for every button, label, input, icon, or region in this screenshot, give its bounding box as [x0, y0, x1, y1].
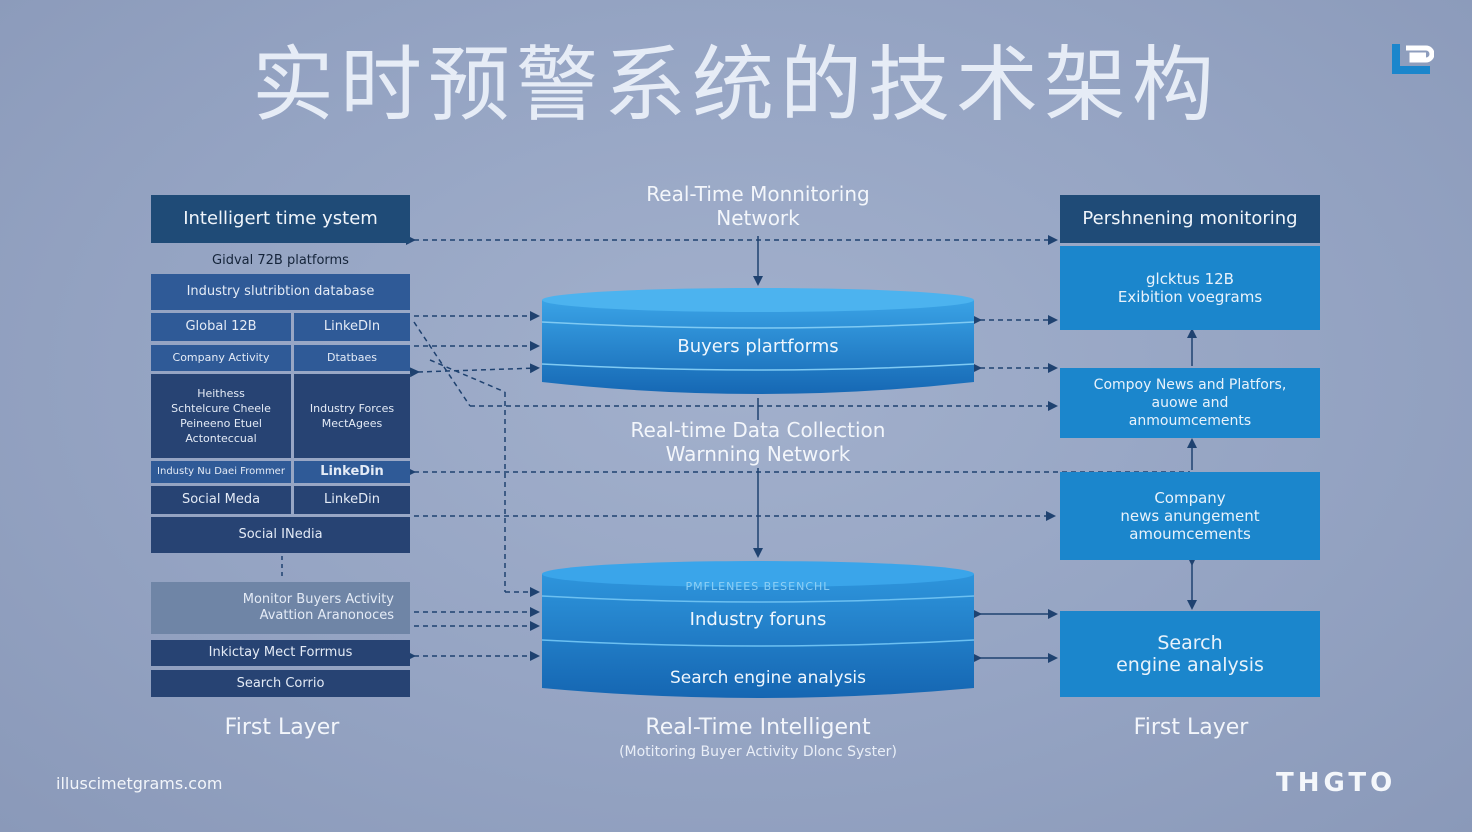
left-row-3-b: Dtatbaes: [294, 345, 410, 371]
left-row-5-a: Industy Nu Daei Frommer: [151, 461, 291, 483]
right-box-1: glcktus 12B Exibition voegrams: [1060, 246, 1320, 330]
right-layer-label: First Layer: [1133, 715, 1249, 740]
right-box-4: Search engine analysis: [1060, 611, 1320, 697]
page-title: 实时预警系统的技术架构: [251, 38, 1220, 133]
cylinder-1-label: Buyers plartforms: [677, 335, 839, 357]
left-row-9: Search Corrio: [151, 670, 410, 697]
left-row-5-b: LinkeDin: [294, 461, 410, 483]
center-mid-label: Real-time Data Collection Warnning Netwo…: [630, 418, 886, 466]
right-box-3: Company news anungement amoumcements: [1060, 472, 1320, 560]
left-grey-box: Monitor Buyers Activity Avattion Aranono…: [151, 582, 410, 634]
center-layer-label: Real-Time Intelligent: [645, 715, 871, 740]
left-subheader: Gidval 72B platforms: [212, 253, 349, 268]
cylinder-industry-forums: [541, 561, 975, 698]
right-box-2: Compoy News and Platfors, auowe and anmo…: [1060, 368, 1320, 438]
left-layer-label: First Layer: [224, 715, 340, 740]
right-header: Pershnening monitoring: [1060, 195, 1320, 243]
cylinder-2-middle-label: Industry foruns: [689, 608, 827, 630]
center-top-label: Real-Time Monnitoring Network: [646, 182, 870, 230]
brand-logo-icon: [1392, 44, 1434, 74]
left-row-4-a: Heithess Schtelcure Cheele Peineeno Etue…: [151, 374, 291, 458]
left-row-8: Inkictay Mect Forrmus: [151, 640, 410, 666]
left-header: Intelligert time ystem: [151, 195, 410, 243]
left-row-6-a: Social Meda: [151, 486, 291, 514]
left-row-3-a: Company Activity: [151, 345, 291, 371]
cylinder-2-band: PMFLENEES BESENCHL: [685, 579, 831, 593]
footer-website: illuscimetgrams.com: [56, 774, 223, 793]
left-row-6-b: LinkeDin: [294, 486, 410, 514]
footer-brand: THGTO: [1276, 768, 1397, 798]
left-row-7: Social INedia: [151, 517, 410, 553]
left-row-4-b: Industry Forces MectAgees: [294, 374, 410, 458]
cylinder-2-bottom-label: Search engine analysis: [669, 668, 867, 688]
center-layer-sublabel: (Motitoring Buyer Activity Dlonc Syster): [619, 744, 897, 760]
left-row-2-b: LinkeDIn: [294, 313, 410, 341]
left-row-2-a: Global 12B: [151, 313, 291, 341]
cylinder-buyers-platforms: [541, 288, 975, 394]
left-row-1: Industry slutribtion database: [151, 274, 410, 310]
